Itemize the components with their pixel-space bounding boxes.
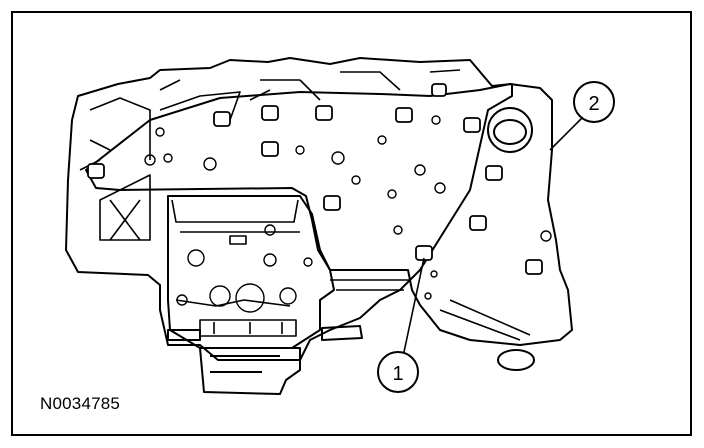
fluid-passages [144, 115, 552, 313]
connector-left [167, 329, 201, 341]
oval-port [497, 349, 535, 371]
callout-1: 1 [377, 257, 425, 393]
channel-plate-edge [330, 279, 531, 341]
solenoid-block [199, 347, 301, 395]
callout-2: 2 [549, 81, 615, 151]
large-bore-inner [493, 119, 527, 145]
separator-plate [85, 83, 573, 346]
figure-frame [11, 11, 692, 436]
lower-valve-body [65, 57, 513, 361]
connector-right [321, 325, 363, 341]
upper-valve-body [167, 195, 335, 349]
callout-2-number: 2 [588, 93, 599, 115]
callout-1-number: 1 [392, 363, 403, 385]
large-bore [487, 107, 533, 153]
figure-id-label: N0034785 [40, 394, 121, 413]
bolt-heads [87, 83, 543, 275]
upper-body-inner [171, 199, 300, 337]
